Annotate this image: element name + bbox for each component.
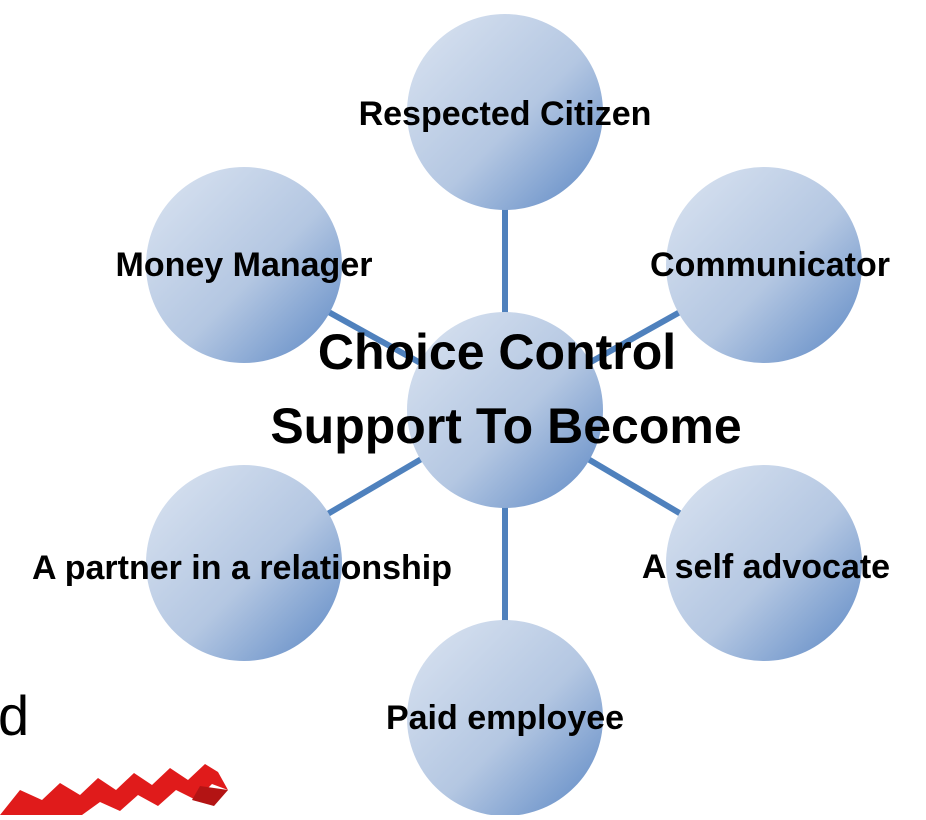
circle-money-manager (146, 167, 342, 363)
circle-partner (146, 465, 342, 661)
center-title-line1: Choice Control (317, 323, 677, 380)
red-arrow-shadow (192, 786, 228, 806)
node-label-communicator: Communicator (650, 246, 890, 284)
node-label-money-manager: Money Manager (115, 246, 373, 284)
node-label-partner: A partner in a relationship (31, 549, 453, 587)
center-title-line2: Support To Become (270, 397, 742, 454)
red-arrow-fragment (0, 764, 228, 815)
node-label-respected-citizen: Respected Citizen (358, 95, 652, 133)
node-label-paid-employee: Paid employee (385, 699, 625, 737)
circle-center (407, 312, 603, 508)
background-text-fragment: d (0, 684, 30, 747)
circle-paid-employee (407, 620, 603, 816)
node-label-self-advocate: A self advocate (641, 548, 891, 586)
circle-self-advocate (666, 465, 862, 661)
circle-communicator (666, 167, 862, 363)
circle-respected-citizen (407, 14, 603, 210)
